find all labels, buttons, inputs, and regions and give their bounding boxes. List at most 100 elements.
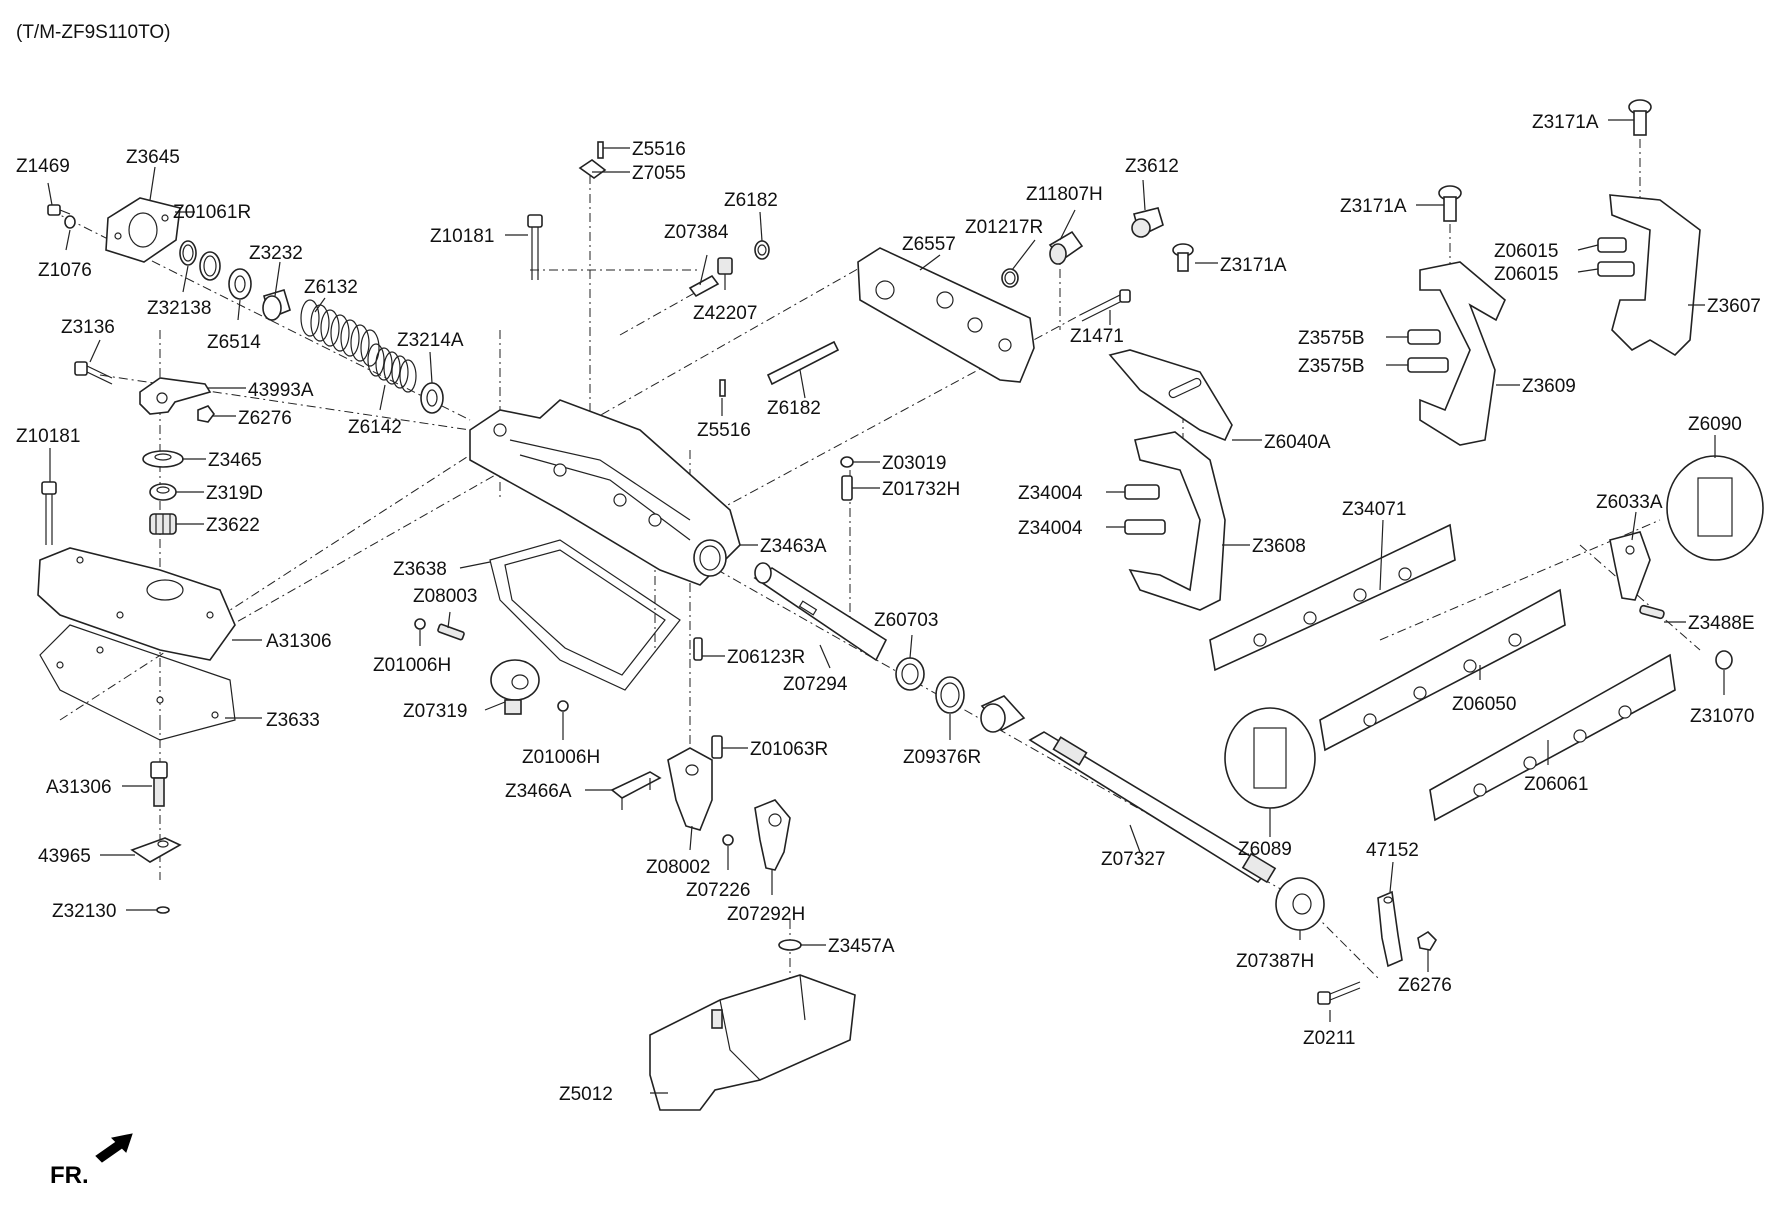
label-z3465: Z3465 xyxy=(208,450,262,471)
part-z32138-ring xyxy=(179,240,197,266)
label-z09376r: Z09376R xyxy=(903,747,981,768)
part-z3607-fork xyxy=(1609,194,1701,357)
label-z07384: Z07384 xyxy=(664,222,729,243)
part-selector-lever xyxy=(667,747,713,831)
part-z6089-disc xyxy=(1224,707,1316,809)
part-z6514-washer xyxy=(228,268,252,300)
part-z6182-ring xyxy=(754,240,770,260)
label-a31306-sensor: A31306 xyxy=(46,777,112,798)
label-47152: 47152 xyxy=(1366,840,1419,861)
part-z01006h-ball-b xyxy=(557,700,569,712)
part-z6182-rod xyxy=(766,340,840,386)
label-z6090: Z6090 xyxy=(1688,414,1742,435)
label-z3171a-b: Z3171A xyxy=(1340,196,1407,217)
part-z08003-pin xyxy=(437,623,465,641)
label-z01063r: Z01063R xyxy=(750,739,828,760)
part-z6132-spring xyxy=(300,299,380,367)
part-z3575b-pads xyxy=(1407,329,1449,373)
label-z06123r: Z06123R xyxy=(727,647,805,668)
label-z3171a-a: Z3171A xyxy=(1220,255,1287,276)
part-labels: Z1469 Z3645 Z01061R Z1076 Z3232 Z32138 Z… xyxy=(16,112,1761,1105)
leader-lines xyxy=(47,119,1725,1094)
label-z6514: Z6514 xyxy=(207,332,261,353)
label-z60703: Z60703 xyxy=(874,610,938,631)
label-z32130: Z32130 xyxy=(52,901,116,922)
label-z3622: Z3622 xyxy=(206,515,260,536)
part-z6276-nut-right xyxy=(1417,930,1438,951)
part-z07294-sleeve xyxy=(753,562,888,662)
label-z07327: Z07327 xyxy=(1101,849,1165,870)
part-z3171a-pin-b xyxy=(1438,185,1462,222)
part-z01217r-ring xyxy=(1001,268,1019,288)
part-z3622-needle-bearing xyxy=(149,513,177,535)
label-z3457a: Z3457A xyxy=(828,936,895,957)
label-z34004-b: Z34004 xyxy=(1018,518,1083,539)
label-z6182-ring: Z6182 xyxy=(724,190,778,211)
label-z3488e: Z3488E xyxy=(1688,613,1755,634)
label-z319d: Z319D xyxy=(206,483,263,504)
label-z31070: Z31070 xyxy=(1690,706,1754,727)
part-a31306-cover xyxy=(37,547,236,661)
label-z11807h: Z11807H xyxy=(1026,184,1103,205)
label-z10181-left: Z10181 xyxy=(16,426,80,447)
part-z5516-pin-center xyxy=(719,379,726,397)
label-z32138: Z32138 xyxy=(147,298,211,319)
label-z3633: Z3633 xyxy=(266,710,320,731)
label-z06061: Z06061 xyxy=(1524,774,1588,795)
label-z07294: Z07294 xyxy=(783,674,848,695)
label-z07292h: Z07292H xyxy=(727,904,805,925)
part-z06050-rail xyxy=(1319,588,1566,752)
part-z3463a-housing xyxy=(469,399,741,586)
label-z3638: Z3638 xyxy=(393,559,447,580)
label-z3171a-c: Z3171A xyxy=(1532,112,1599,133)
part-47152-lever xyxy=(1377,890,1403,968)
part-z06123r-pin xyxy=(693,637,703,661)
part-z06015-pads xyxy=(1597,237,1635,277)
diagram-header: (T/M-ZF9S110TO) xyxy=(16,22,170,43)
part-z3609-fork xyxy=(1419,261,1506,446)
part-z01732h-pin xyxy=(841,475,853,501)
part-z0211-bolt xyxy=(1317,981,1361,1005)
part-z07319-detent xyxy=(490,659,540,715)
label-43993a: 43993A xyxy=(248,380,314,401)
part-z1076-washer xyxy=(64,215,76,229)
part-z6033a-lever xyxy=(1609,531,1651,601)
label-z34004-a: Z34004 xyxy=(1018,483,1083,504)
label-z1076: Z1076 xyxy=(38,260,92,281)
label-z34071: Z34071 xyxy=(1342,499,1406,520)
label-z5516-center: Z5516 xyxy=(697,420,751,441)
part-z6040a-plate xyxy=(1108,349,1233,442)
part-bushing xyxy=(980,695,1026,733)
part-z31070-plug xyxy=(1715,650,1733,670)
part-z5516-pin-top xyxy=(597,141,604,159)
label-z1469: Z1469 xyxy=(16,156,70,177)
label-z01006h-a: Z01006H xyxy=(373,655,451,676)
label-z3609: Z3609 xyxy=(1522,376,1576,397)
label-z3575b-b: Z3575B xyxy=(1298,356,1365,377)
label-z01732h: Z01732H xyxy=(882,479,960,500)
label-z07319: Z07319 xyxy=(403,701,467,722)
label-z3575b-a: Z3575B xyxy=(1298,328,1365,349)
label-z06015-b: Z06015 xyxy=(1494,264,1558,285)
part-z03019-cap xyxy=(840,456,854,468)
label-43965: 43965 xyxy=(38,846,91,867)
label-z5516-top: Z5516 xyxy=(632,139,686,160)
part-z07226-nut xyxy=(722,834,734,846)
part-z3171a-pin-a xyxy=(1172,243,1194,272)
label-z0211: Z0211 xyxy=(1303,1028,1355,1049)
label-z6276-right: Z6276 xyxy=(1398,975,1452,996)
part-z06061-rail xyxy=(1429,653,1676,822)
label-z01006h-b: Z01006H xyxy=(522,747,600,768)
part-z01006h-ball-a xyxy=(414,618,426,630)
label-z3612: Z3612 xyxy=(1125,156,1179,177)
label-z3608: Z3608 xyxy=(1252,536,1306,557)
label-z3232: Z3232 xyxy=(249,243,303,264)
part-z43993a-lever xyxy=(139,377,212,415)
label-z08002: Z08002 xyxy=(646,857,710,878)
part-z01063r-pin xyxy=(711,735,723,759)
label-z08003: Z08003 xyxy=(413,586,477,607)
part-z3466a-bracket xyxy=(610,771,662,810)
part-z11807h-valve xyxy=(1048,230,1084,265)
label-z6040a: Z6040A xyxy=(1264,432,1331,453)
label-z3214a: Z3214A xyxy=(397,330,464,351)
